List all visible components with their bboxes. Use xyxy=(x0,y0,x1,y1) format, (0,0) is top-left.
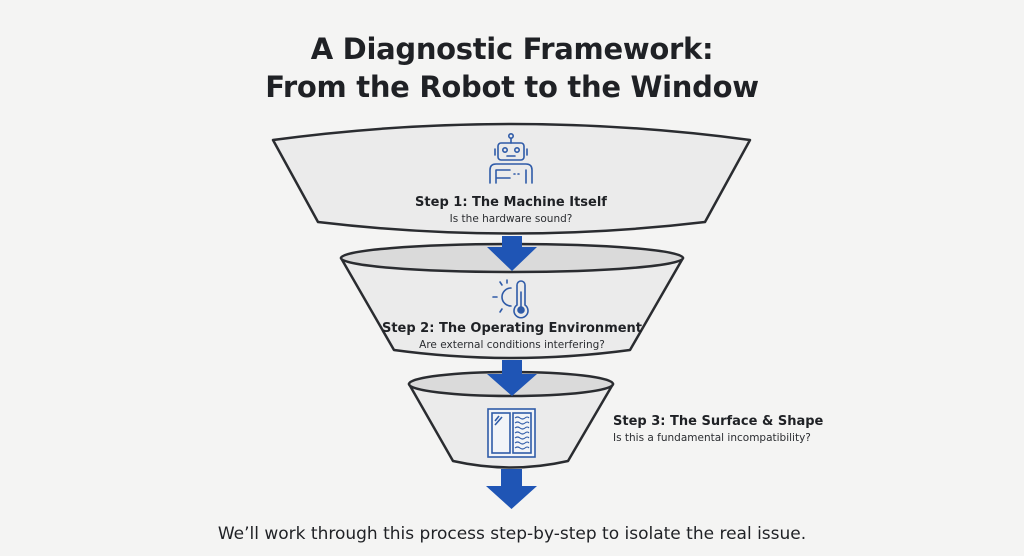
title-line-2: From the Robot to the Window xyxy=(265,70,759,104)
step-3-title: Step 3: The Surface & Shape xyxy=(613,414,824,429)
step-1-subtitle: Is the hardware sound? xyxy=(450,213,573,225)
footer-caption: We’ll work through this process step-by-… xyxy=(217,524,807,544)
page-title: A Diagnostic Framework: From the Robot t… xyxy=(0,30,1024,106)
sun-thermometer-icon xyxy=(492,279,529,319)
window-icon xyxy=(487,408,536,458)
step-2-title: Step 2: The Operating Environment xyxy=(382,321,642,336)
funnel-2-body xyxy=(339,256,685,360)
step-1-title: Step 1: The Machine Itself xyxy=(415,195,607,210)
step-3-subtitle: Is this a fundamental incompatibility? xyxy=(613,432,811,444)
final-arrow-down-icon xyxy=(486,469,537,509)
title-line-1: A Diagnostic Framework: xyxy=(310,32,714,66)
funnel-stage-1: Step 1: The Machine Itself Is the hardwa… xyxy=(271,122,752,235)
step-2-subtitle: Are external conditions interfering? xyxy=(419,339,605,351)
funnel-stage-2: Step 2: The Operating Environment Are ex… xyxy=(339,236,685,360)
funnel-stage-3: Step 3: The Surface & Shape Is this a fu… xyxy=(407,360,824,469)
funnel-1-body xyxy=(271,122,752,235)
robot-icon xyxy=(489,133,533,184)
